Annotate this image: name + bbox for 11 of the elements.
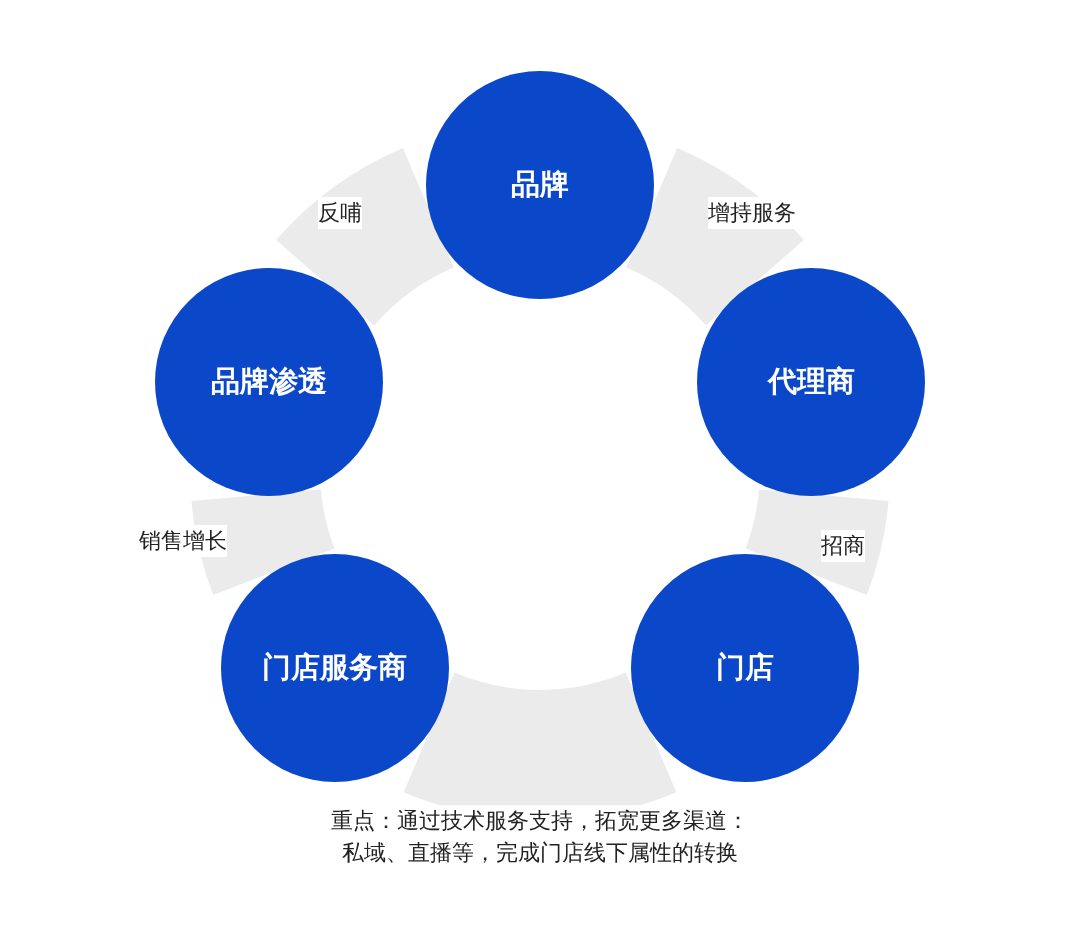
stage-label: 品牌	[511, 166, 569, 203]
ring-segment	[191, 487, 336, 593]
edge-label: 招商	[821, 530, 865, 562]
edge-label: 增持服务	[708, 197, 796, 229]
edge-label: 销售增长	[139, 525, 227, 557]
edge-label: 反哺	[318, 197, 362, 229]
stage-label: 代理商	[767, 362, 855, 400]
stage-label: 门店服务商	[262, 648, 408, 686]
stage-label: 品牌渗透	[210, 362, 327, 400]
ring-segment	[744, 487, 889, 593]
stage-label: 门店	[716, 648, 774, 686]
